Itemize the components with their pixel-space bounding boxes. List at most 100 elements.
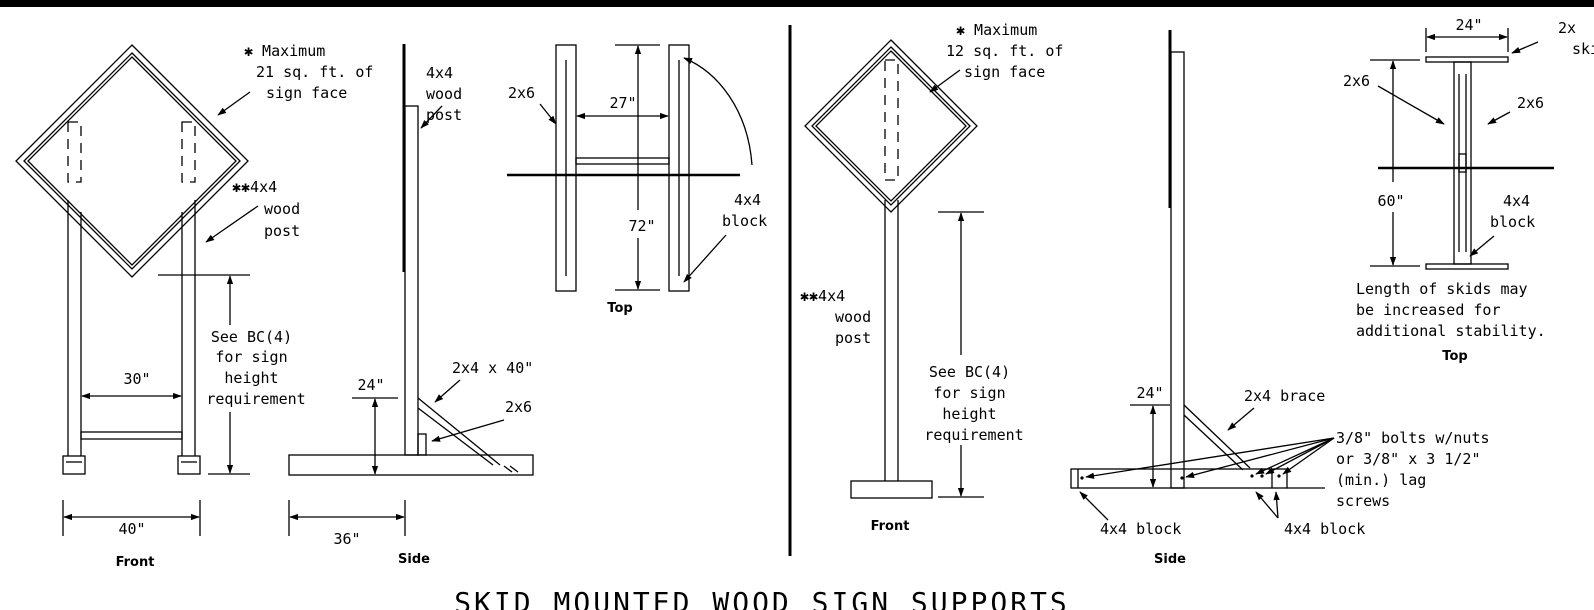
top-crossbar [575,157,670,165]
side-post-label: 4x4 wood post [426,64,471,124]
bolt-4 [1260,474,1264,478]
left-side-label: Side [398,552,430,567]
r-sign-inner [811,46,971,206]
block-leader-1 [1079,491,1109,521]
r-post-hidden [884,59,899,181]
r-side-brace-a [1183,404,1251,469]
r-side-skid [1070,468,1288,489]
rt-60-label: 60" [1377,192,1404,210]
rt-2x6-b: 2x6 [1517,94,1544,112]
left-front-label: Front [116,555,155,570]
bolt-1 [1080,476,1084,480]
side-post [404,105,419,456]
r-sign-outer [804,39,978,213]
right-side-label: Side [1154,552,1186,567]
left-brace-label: 2x4 x 40" [452,359,533,377]
skid-hatch-1 [503,465,513,473]
r-side-post [1170,51,1185,489]
rt-skid-bottom [1425,263,1509,270]
top-27-label: 27" [609,94,636,112]
left-max-face-note: ✱ Maximum 21 sq. ft. of sign face [244,42,382,102]
right-front-view: ✱ Maximum 12 sq. ft. of sign face ✱✱4x4 … [800,21,1072,534]
side-post-leader [420,105,443,129]
block-leader-2a [1255,491,1279,519]
rt-skid-top [1425,56,1509,63]
rt-block [1458,153,1467,173]
sign-face-outer [15,44,249,278]
right-see-bc: See BC(4) for sign height requirement [924,363,1023,444]
front-crossbrace [80,431,183,440]
r-sign-border [815,50,967,202]
r-brace-leader [1227,407,1255,431]
rt-block-leader [1469,235,1495,257]
dim-24-label: 24" [357,376,384,394]
side-skid [288,454,534,476]
skid-leader [431,419,505,442]
rt-2x-cut: 2x [1558,19,1576,37]
post-left-upper [67,121,82,183]
block-leader-2b [1273,491,1280,519]
r-side-brace-b [1183,414,1244,471]
right-block-label-1: 4x4 block [1100,520,1181,538]
left-see-bc: See BC(4) for sign height requirement [206,328,305,408]
right-post-note: ✱✱4x4 wood post [800,287,880,347]
rt-skid-leader [1511,41,1539,54]
top-block-label: 4x4 block [722,191,770,230]
left-skid-label: 2x6 [505,398,532,416]
left-side-view: 4x4 wood post 2x4 x 40" 2x6 24" 36" Side [288,44,534,567]
dim-36-label: 36" [333,530,360,548]
top-block-leader-2 [683,234,727,283]
skid-left [62,455,86,475]
top-2x6-leader [539,103,557,125]
bolt-2 [1180,476,1184,480]
drawing-title: SKID MOUNTED WOOD SIGN SUPPORTS [454,586,1070,610]
right-brace-label: 2x4 brace [1244,387,1325,405]
r-front-base [850,480,933,499]
bolt-3 [1250,474,1254,478]
bolt-leader-2 [1185,437,1335,478]
skid-hatch-2 [509,465,519,473]
rt-block-label: 4x4 block [1490,192,1539,231]
side-brace-a [417,397,501,466]
left-top-view: 27" 2x6 72" 4x4 block Top [507,44,770,316]
side-block [417,433,427,456]
side-brace-b [417,407,494,466]
right-block-label-2: 4x4 block [1284,520,1365,538]
rt-2x6-b-leader [1487,111,1511,125]
top-border [0,0,1594,7]
dim-30-label: 30" [123,370,150,388]
bolt-leader-1 [1085,437,1335,479]
rt-24-label: 24" [1455,16,1482,34]
sign-face-border [27,56,237,266]
right-top-label: Top [1442,349,1467,364]
top-skid-right [668,44,690,292]
top-block-leader [683,57,753,166]
rt-2x6-a-leader [1377,85,1445,125]
rt-2x6-a: 2x6 [1343,72,1370,90]
top-2x6-label: 2x6 [508,84,535,102]
bolt-leader-5 [1282,437,1335,475]
right-side-view: 24" 2x4 brace 3/8" bolts w/nuts or 3/8" … [1070,30,1499,567]
r-max-face-leader [929,69,961,93]
max-face-leader [217,91,251,116]
right-front-label: Front [871,519,910,534]
brace-leader [434,379,461,403]
right-max-face-note: ✱ Maximum 12 sq. ft. of sign face [946,21,1072,81]
rt-ski-cut: ski [1572,40,1594,58]
top-skid-left [555,44,577,292]
bolt-5 [1277,474,1281,478]
left-top-label: Top [607,301,632,316]
left-post-note: ✱✱4x4 wood post [232,178,309,240]
dim-40-label: 40" [118,520,145,538]
sign-face-inner [23,52,241,270]
left-front-view: ✱ Maximum 21 sq. ft. of sign face ✱✱4x4 … [15,42,382,570]
post-leader [205,205,259,243]
rt-post [1453,61,1472,265]
skid-right [177,455,201,475]
bolt-leader-4 [1265,437,1335,475]
right-bolts-note: 3/8" bolts w/nuts or 3/8" x 3 1/2" (min.… [1336,429,1499,510]
rt-skids-note: Length of skids may be increased for add… [1356,280,1546,340]
post-right-upper [181,121,196,183]
top-72-label: 72" [628,217,655,235]
